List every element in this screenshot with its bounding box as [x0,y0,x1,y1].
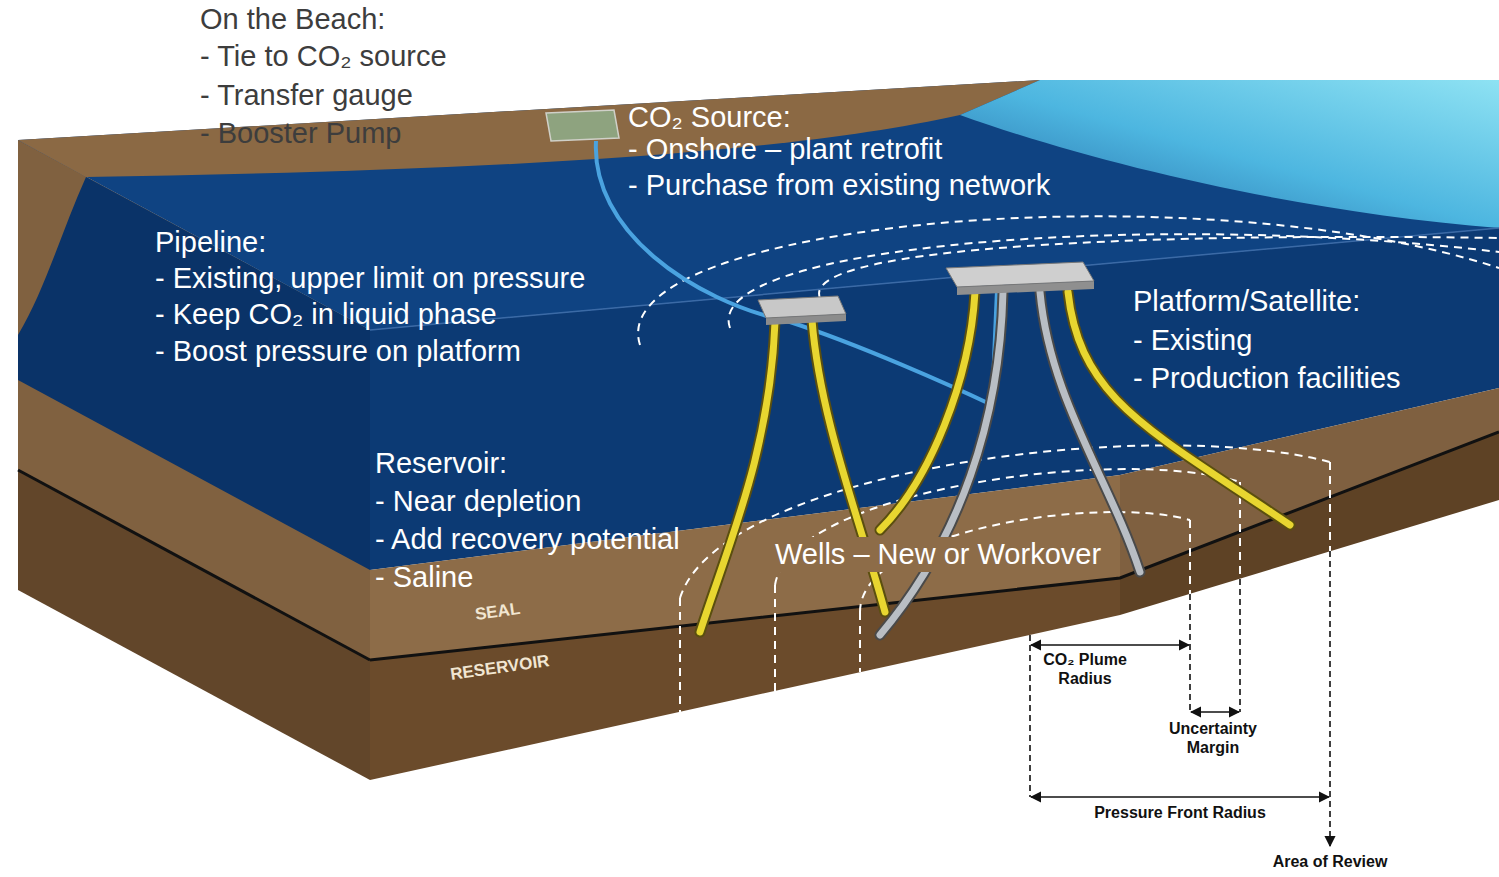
injection-well [1068,292,1290,525]
extension-line [1189,594,1191,712]
sea-surface [18,80,1499,330]
surface-extent-arc [729,234,1499,328]
heading-label: Reservoir: [375,446,507,481]
existing-well [880,292,1003,635]
dimension-label: Area of Review [1273,852,1388,871]
heading-label: Platform/Satellite: [1133,284,1360,319]
beach-pad [546,110,619,141]
bullet-label: - Keep CO₂ in liquid phase [155,297,497,332]
dimension-brackets [1030,551,1330,846]
extension-line [1239,579,1241,712]
bullet-label: - Onshore – plant retrofit [628,132,942,167]
well-outline [1068,292,1290,525]
bullet-label: - Existing [1133,323,1252,358]
extent-drop [1329,462,1331,551]
open-sea [960,80,1499,228]
dimension-label: Pressure Front Radius [1094,803,1266,822]
dimension-label: Uncertainty Margin [1158,719,1268,757]
wells [700,292,1290,635]
bullet-label: - Production facilities [1133,361,1401,396]
review-arrow [1329,551,1331,846]
pressure-extent-arc [680,445,1330,598]
satellite-platform [758,296,846,318]
bullet-label: - Purchase from existing network [628,168,1050,203]
surface-extents [638,216,1499,345]
dimension-arrow [1031,644,1189,646]
heading-label: On the Beach: [200,2,385,37]
wells-label: Wells – New or Workover [771,537,1105,572]
bullet-label: - Transfer gauge [200,78,413,113]
heading-label: CO₂ Source: [628,100,791,135]
bullet-label: - Saline [375,560,473,595]
main-platform [946,262,1094,287]
extent-drop [774,585,776,691]
extent-drop [679,598,681,712]
bullet-label: - Boost pressure on platform [155,334,521,369]
extension-line [1029,635,1031,797]
well-outline [1040,292,1140,572]
left-seal-line [18,470,370,660]
bullet-label: - Near depletion [375,484,581,519]
right-reservoir-face [1120,432,1499,615]
surface-extent-arc [638,216,1499,345]
dimension-arrow [1031,796,1329,798]
dimension-label: CO₂ Plume Radius [1033,650,1137,688]
bullet-label: - Tie to CO₂ source [200,39,447,74]
extent-drop [1189,520,1191,594]
dimension-arrow [1191,711,1239,713]
land-strip [18,80,1040,177]
bullet-label: - Existing, upper limit on pressure [155,261,585,296]
injection-well [700,322,775,632]
bullet-label: - Add recovery potential [375,522,680,557]
extent-drop [859,612,861,672]
front-reservoir-face [370,578,1120,780]
existing-well [1040,292,1140,572]
heading-label: Pipeline: [155,225,266,260]
bullet-label: - Booster Pump [200,116,401,151]
well-outline [880,292,1003,635]
well-outline [700,322,775,632]
